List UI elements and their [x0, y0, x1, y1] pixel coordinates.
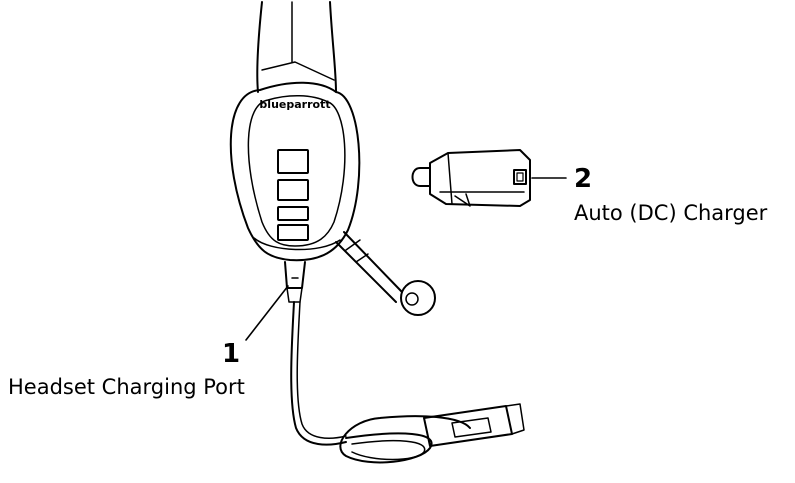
- callout-label-auto-dc-charger: Auto (DC) Charger: [574, 201, 768, 225]
- button-4: [277, 224, 309, 241]
- charger-usb-port: [513, 169, 527, 185]
- mic-tip: [400, 280, 436, 316]
- leader-line-1: [245, 285, 289, 341]
- callout-number-2: 2: [574, 164, 593, 194]
- button-3: [277, 206, 309, 221]
- charging-port: [284, 261, 306, 289]
- car-charger: [411, 149, 531, 207]
- brand-logo: blueparrott: [259, 98, 330, 111]
- button-1: [277, 149, 309, 174]
- callout-number-1: 1: [222, 339, 241, 369]
- callout-label-headset-charging-port: Headset Charging Port: [8, 375, 245, 399]
- button-2: [277, 179, 309, 201]
- usb-cable: [290, 301, 525, 464]
- charger-body: [429, 149, 531, 207]
- headband: [256, 1, 263, 93]
- headset: [229, 1, 436, 316]
- headset-body: [229, 81, 361, 262]
- mic-boom: [335, 231, 403, 303]
